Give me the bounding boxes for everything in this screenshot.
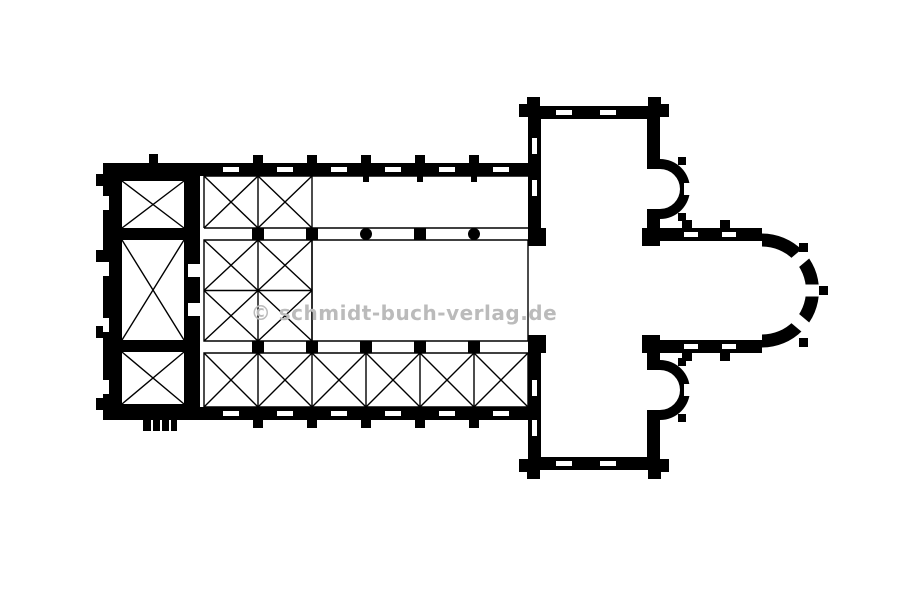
round-column [360, 228, 372, 240]
choir [660, 220, 762, 361]
entrance-stairs [143, 420, 177, 431]
pier [252, 228, 264, 240]
crossing-pier [528, 335, 546, 353]
tower-vault-crosses [121, 180, 185, 405]
south-arcade [252, 341, 480, 353]
pier [414, 228, 426, 240]
south-aisle-vault-crosses [203, 352, 529, 408]
pier [306, 341, 318, 353]
north-arcade [252, 228, 480, 240]
apsidiole-south [660, 358, 692, 422]
transept [519, 97, 669, 479]
pier [360, 341, 372, 353]
apsidiole-north [660, 157, 692, 221]
nave-walls [200, 155, 528, 428]
round-column [468, 228, 480, 240]
west-bay-vault-crosses [203, 239, 313, 342]
westwork [96, 154, 200, 420]
north-aisle-vault-crosses [203, 175, 313, 229]
main-apse [762, 233, 828, 348]
south-aisle-wall [200, 407, 528, 420]
choir-south-wall [660, 340, 762, 353]
south-transept-wall [528, 457, 660, 470]
pier [468, 341, 480, 353]
north-aisle-wall [200, 163, 528, 176]
crossing-pier [528, 228, 546, 246]
pier [252, 341, 264, 353]
watermark-text: © schmidt-buch-verlag.de [251, 301, 557, 325]
crossing-pier [642, 335, 660, 353]
pier [414, 341, 426, 353]
north-transept-wall [528, 106, 660, 119]
pier [306, 228, 318, 240]
choir-north-wall [660, 228, 762, 241]
crossing-pier [642, 228, 660, 246]
